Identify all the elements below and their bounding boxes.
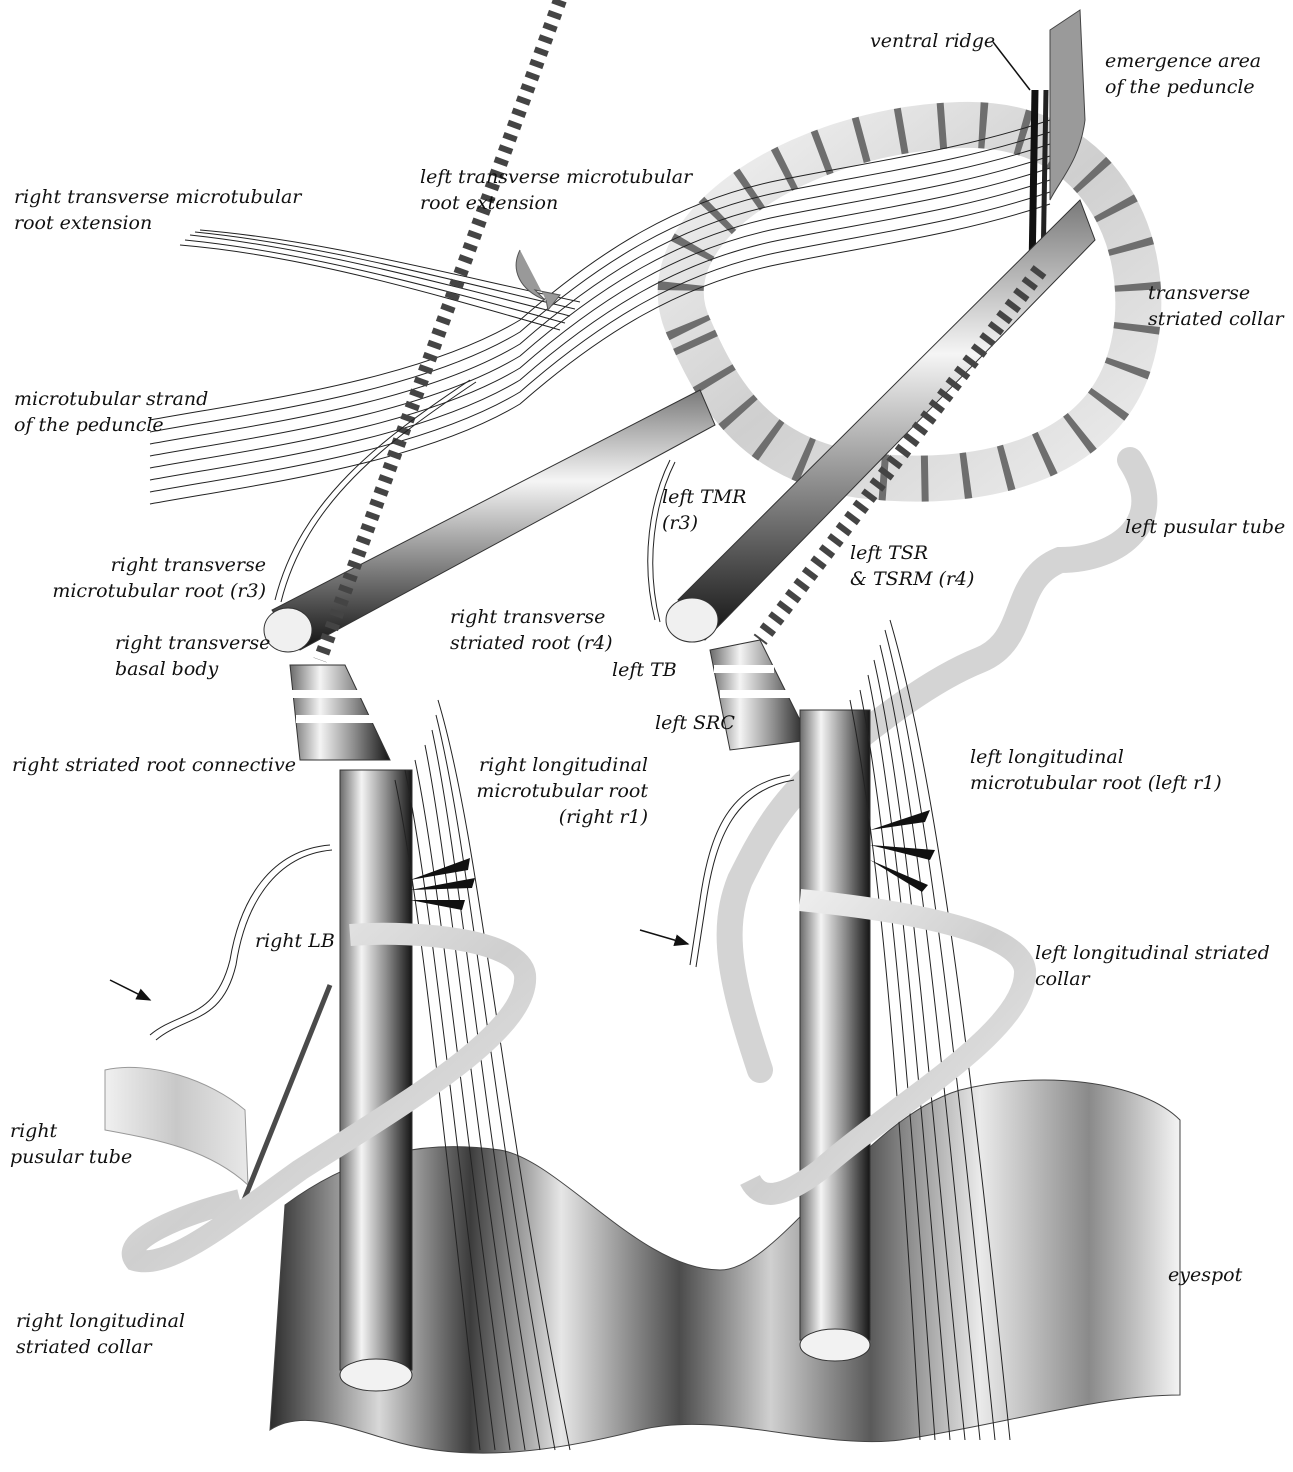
label-microtubular-strand: microtubular strand of the peduncle (14, 386, 208, 438)
label-left-longitudinal-striated-collar: left longitudinal striated collar (1035, 940, 1270, 992)
right-fibre-fan (410, 858, 475, 910)
label-left-tsr: left TSR & TSRM (r4) (850, 540, 974, 592)
label-ventral-ridge: ventral ridge (870, 28, 995, 54)
curved-arrow-icon (516, 250, 560, 310)
label-left-pusular-tube: left pusular tube (1125, 514, 1285, 540)
label-eyespot: eyespot (1168, 1262, 1242, 1288)
left-longitudinal-flagellum (800, 710, 870, 1361)
label-right-longitudinal-striated-collar: right longitudinal striated collar (16, 1308, 185, 1360)
label-transverse-striated-collar: transverse striated collar (1148, 280, 1284, 332)
label-left-tb: left TB (612, 657, 677, 683)
label-left-tmr: left TMR (r3) (662, 484, 746, 536)
label-left-src: left SRC (655, 710, 735, 736)
label-right-striated-root-connective: right striated root connective (12, 752, 296, 778)
label-emergence-area: emergence area of the peduncle (1105, 48, 1261, 100)
label-right-pusular-tube: right pusular tube (10, 1118, 132, 1170)
label-right-transverse-basal-body: right transverse basal body (115, 630, 270, 682)
label-right-longitudinal-mt-root: right longitudinal microtubular root (ri… (440, 752, 648, 830)
right-longitudinal-flagellum (340, 770, 412, 1391)
label-right-transverse-mt-root: right transverse microtubular root (r3) (40, 552, 266, 604)
label-left-longitudinal-mt-root: left longitudinal microtubular root (lef… (970, 744, 1222, 796)
left-fibre-fan (870, 810, 935, 892)
label-left-transverse-mt-ext: left transverse microtubular root extens… (420, 164, 692, 216)
right-striated-root-connective (290, 665, 390, 760)
label-right-lb: right LB (255, 928, 335, 954)
label-right-transverse-striated-root: right transverse striated root (r4) (450, 604, 613, 656)
label-right-transverse-mt-ext: right transverse microtubular root exten… (14, 184, 301, 236)
